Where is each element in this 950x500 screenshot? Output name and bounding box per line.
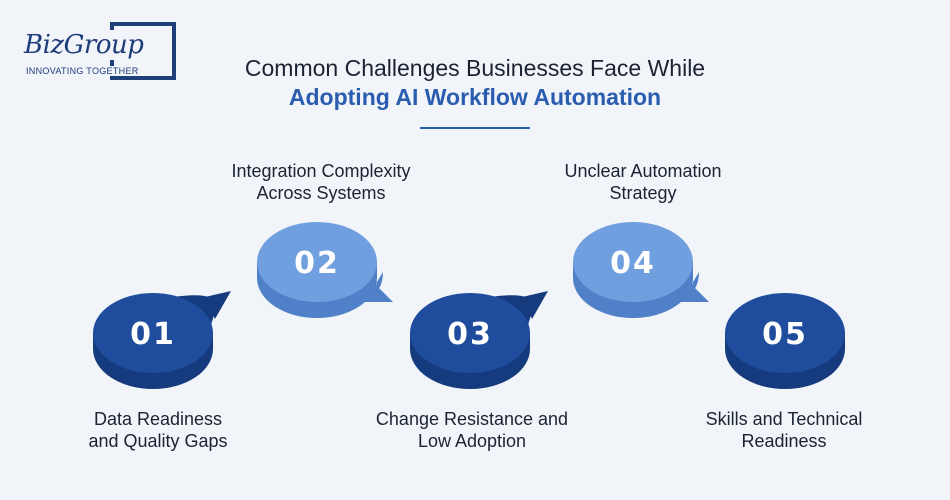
logo-tagline: INNOVATING TOGETHER <box>26 66 142 76</box>
step-number-03: 03 <box>447 317 493 352</box>
step-04-line2: Strategy <box>609 183 677 203</box>
step-02-line1: Integration Complexity <box>231 161 411 181</box>
title-line-1: Common Challenges Businesses Face While <box>244 55 706 81</box>
step-01-line2: and Quality Gaps <box>88 431 228 451</box>
title-underline <box>420 127 530 129</box>
step-disc-02: 02 <box>257 222 393 318</box>
step-05-line2: Readiness <box>741 431 827 451</box>
step-03-line2: Low Adoption <box>417 431 527 451</box>
step-label-02: Integration Complexity Across Systems <box>191 160 451 204</box>
step-number-04: 04 <box>610 246 656 281</box>
step-number-05: 05 <box>762 317 808 352</box>
arrow-head-01 <box>205 291 231 319</box>
logo-name: BizGroup <box>24 30 146 60</box>
disc-top-05 <box>725 293 845 373</box>
title-line-2: Adopting AI Workflow Automation <box>288 84 662 110</box>
step-disc-05: 05 <box>725 293 845 389</box>
step-02-line2: Across Systems <box>256 183 386 203</box>
disc-top-04 <box>573 222 693 302</box>
disc-top-02 <box>257 222 377 302</box>
step-04-line1: Unclear Automation <box>564 161 722 181</box>
step-label-03: Change Resistance and Low Adoption <box>342 408 602 452</box>
step-disc-01: 01 <box>93 291 231 389</box>
step-01-line1: Data Readiness <box>93 409 223 429</box>
step-label-05: Skills and Technical Readiness <box>654 408 914 452</box>
step-disc-04: 04 <box>573 222 709 318</box>
step-label-01: Data Readiness and Quality Gaps <box>28 408 288 452</box>
step-05-line1: Skills and Technical <box>705 409 863 429</box>
step-disc-03: 03 <box>410 291 548 389</box>
step-label-04: Unclear Automation Strategy <box>513 160 773 204</box>
step-number-02: 02 <box>294 246 340 281</box>
disc-top-01 <box>93 293 213 373</box>
arrow-head-03 <box>522 291 548 319</box>
disc-top-03 <box>410 293 530 373</box>
step-number-01: 01 <box>130 317 176 352</box>
step-03-line1: Change Resistance and <box>375 409 569 429</box>
bizgroup-logo: BizGroup INNOVATING TOGETHER <box>20 22 176 84</box>
